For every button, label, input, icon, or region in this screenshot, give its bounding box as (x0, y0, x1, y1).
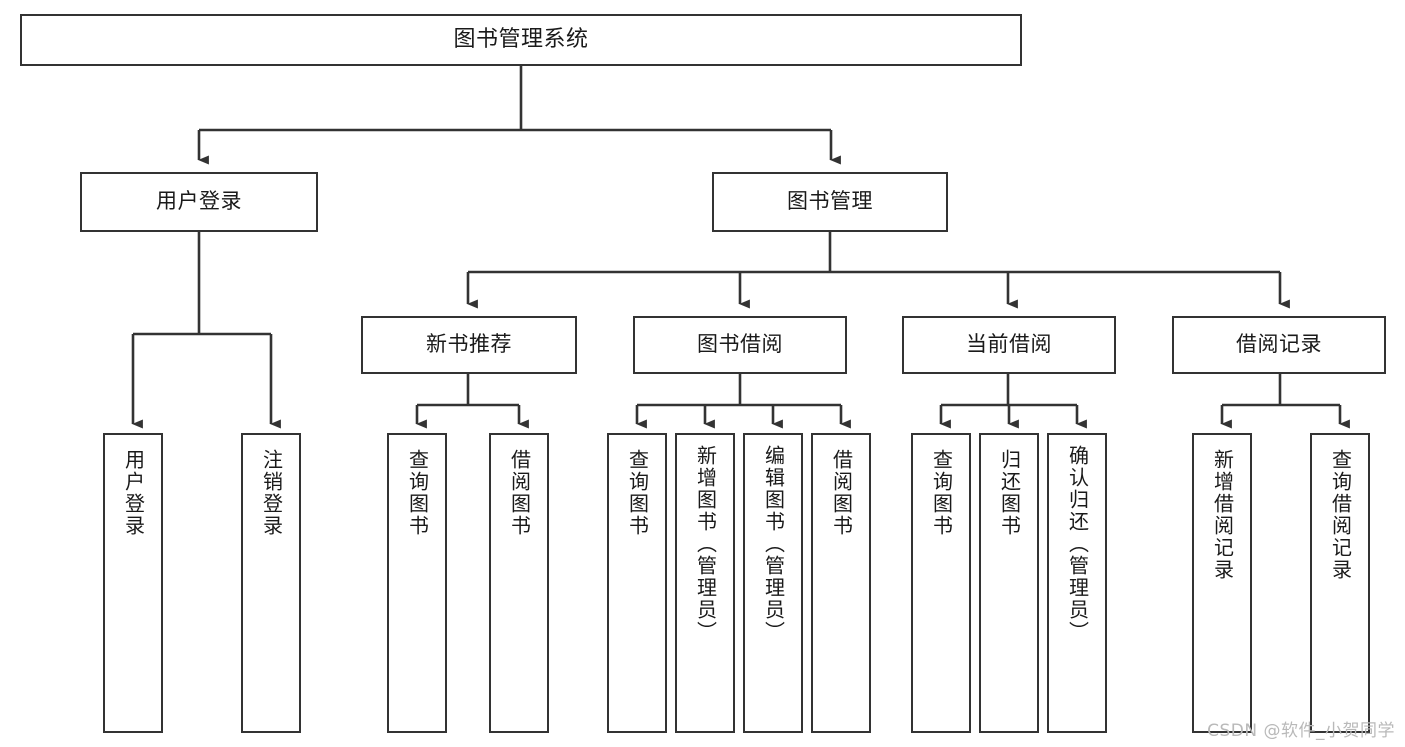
node-leaf-query-book-2[interactable]: 查询图书 (607, 433, 667, 733)
node-leaf-add-book[interactable]: 新增图书（管理员） (675, 433, 735, 733)
node-label: 借阅图书 (829, 449, 854, 537)
node-label: 图书管理系统 (453, 26, 589, 52)
node-label: 新书推荐 (426, 332, 512, 357)
node-label: 当前借阅 (966, 332, 1052, 357)
node-leaf-edit-book[interactable]: 编辑图书（管理员） (743, 433, 803, 733)
node-leaf-borrow-book-2[interactable]: 借阅图书 (811, 433, 871, 733)
node-book-borrow[interactable]: 图书借阅 (633, 316, 847, 374)
node-leaf-borrow-book-1[interactable]: 借阅图书 (489, 433, 549, 733)
node-label: 归还图书 (997, 449, 1022, 537)
node-leaf-logout-login[interactable]: 注销登录 (241, 433, 301, 733)
node-leaf-query-record[interactable]: 查询借阅记录 (1310, 433, 1370, 733)
node-label: 借阅图书 (507, 449, 532, 537)
node-label: 查询图书 (625, 449, 650, 537)
node-leaf-return-book[interactable]: 归还图书 (979, 433, 1039, 733)
node-root-system[interactable]: 图书管理系统 (20, 14, 1022, 66)
node-label: 图书管理 (787, 189, 873, 214)
node-leaf-confirm-return[interactable]: 确认归还（管理员） (1047, 433, 1107, 733)
node-label: 借阅记录 (1236, 332, 1322, 357)
node-user-login[interactable]: 用户登录 (80, 172, 318, 232)
node-label: 新增图书（管理员） (693, 445, 718, 643)
node-label: 确认归还（管理员） (1065, 445, 1090, 643)
node-leaf-add-record[interactable]: 新增借阅记录 (1192, 433, 1252, 733)
node-label: 图书借阅 (697, 332, 783, 357)
node-book-manage[interactable]: 图书管理 (712, 172, 948, 232)
node-label: 查询借阅记录 (1328, 449, 1353, 581)
node-borrow-record[interactable]: 借阅记录 (1172, 316, 1386, 374)
node-label: 编辑图书（管理员） (761, 445, 786, 643)
node-leaf-query-book-3[interactable]: 查询图书 (911, 433, 971, 733)
node-label: 查询图书 (405, 449, 430, 537)
node-leaf-query-book-1[interactable]: 查询图书 (387, 433, 447, 733)
node-label: 用户登录 (121, 449, 146, 537)
node-label: 注销登录 (259, 449, 284, 537)
node-new-book-recommend[interactable]: 新书推荐 (361, 316, 577, 374)
node-label: 用户登录 (156, 189, 242, 214)
node-label: 新增借阅记录 (1210, 449, 1235, 581)
node-current-borrow[interactable]: 当前借阅 (902, 316, 1116, 374)
node-label: 查询图书 (929, 449, 954, 537)
watermark-text: CSDN @软件_小贺同学 (1207, 721, 1395, 741)
node-leaf-user-login[interactable]: 用户登录 (103, 433, 163, 733)
